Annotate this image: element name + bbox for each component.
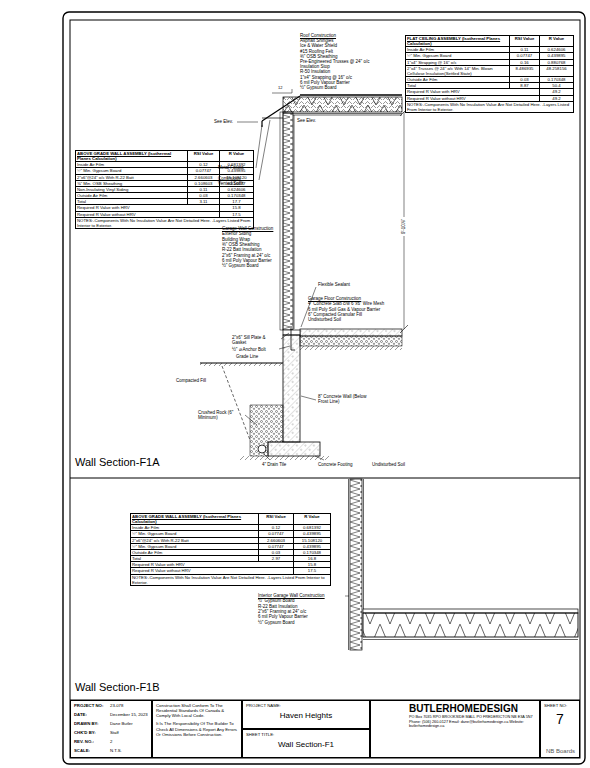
callout-text: Flexible Sealant: [318, 282, 350, 287]
callout-text: Concrete Footing: [318, 462, 353, 467]
title-block-text: SHEET TITLE:: [246, 732, 366, 737]
callout-text: ⅜" OSB Sheathing: [222, 242, 260, 247]
title-block-text: REV. NO.:: [74, 739, 110, 746]
section-heading: Roof Construction: [300, 33, 336, 38]
callout-text: Compacted Fill: [176, 378, 206, 383]
title-block-text: 2: [110, 739, 148, 746]
callout-text: #15 Roofing Felt: [300, 49, 333, 54]
project-name-cell: PROJECT NAME: Haven Heights: [242, 700, 370, 729]
project-info-cell: PROJECT NO:23-078DATE:December 15, 2023D…: [70, 700, 152, 758]
callout-text: 2"x6" Sill Plate & Gasket: [232, 335, 278, 345]
reference-tag: See Elev.: [297, 118, 316, 123]
title-block-text: PROJECT NAME:: [246, 703, 366, 708]
callout-text: Metal Fascia: [218, 165, 244, 170]
title-block-text: CHK'D BY:: [74, 730, 110, 737]
table-header: ABOVE GRADE WALL ASSEMBLY (Isothermal Pl…: [131, 514, 259, 525]
title-block-text: DATE:: [74, 712, 110, 719]
table-header: ABOVE GRADE WALL ASSEMBLY (Isothermal Pl…: [76, 151, 188, 162]
callout-text: 6 mil Poly Vapour Barrier: [258, 614, 308, 619]
callout-text: ½" Gypsum Board: [222, 263, 259, 268]
callout-text: 6 mil Poly Vapour Barrier: [300, 80, 350, 85]
callout-text: ⅜" OSB Sheathing: [300, 54, 338, 59]
title-block-text: Staff: [110, 730, 148, 737]
callout-text: ½" Gypsum Board: [300, 85, 337, 90]
watermark: NB Boards: [546, 748, 575, 755]
sheet-title-cell: SHEET TITLE: Wall Section-F1: [242, 729, 370, 758]
assembly-table: FLAT CEILING ASSEMBLY (Isothermal Planes…: [405, 35, 574, 113]
callout-text: Insulation Stop: [300, 64, 330, 69]
callout-text: ½" Gypsum Board: [258, 598, 295, 603]
callout-text: 4" Drain Tile: [262, 462, 286, 467]
title-block-text: N.T.S.: [110, 748, 148, 755]
view-title: Wall Section-F1B: [75, 681, 160, 694]
table-header: RSI Value: [510, 36, 540, 47]
section-heading: Garage Floor Construction: [308, 296, 361, 301]
callout-text: ½" Gypsum Board: [258, 620, 295, 625]
table-header: RSI Value: [259, 514, 294, 525]
callout-text: Asphalt Shingles: [300, 38, 334, 43]
callout-text: 8" Concrete Wall (Below Frost Line): [318, 394, 368, 404]
reference-tag: See Elev.: [214, 119, 233, 124]
callout-text: R-22 Batt Insulation: [258, 604, 298, 609]
general-notes-cell: Construction Shall Conform To The Reside…: [152, 700, 242, 758]
title-block-text: PROJECT NO:: [74, 703, 110, 710]
table-note: NOTES:-Components With No Insulation Val…: [131, 575, 331, 586]
table-cell: 8.486935: [510, 66, 540, 77]
callout-text: 4" Concrete Slab c/w 6"x6" Wire Mesh: [308, 301, 384, 306]
table-cell: 48.258156: [540, 66, 574, 77]
callout-text: Undisturbed Soil: [308, 317, 341, 322]
callout-text: 6" Compacted Granular Fill: [308, 312, 362, 317]
table-cell: 2"x4" Trusses @ 24" o/c With 14" Min. Bl…: [406, 66, 510, 77]
section-heading: Interior Garage Wall Construction: [258, 593, 325, 598]
title-block-text: 7: [544, 711, 576, 728]
view-title: Wall Section-F1A: [75, 456, 160, 469]
title-block-text: Haven Heights: [246, 711, 366, 721]
callout-text: ½" ⌀ Anchor Bolt: [232, 347, 266, 352]
assembly-table: ABOVE GRADE WALL ASSEMBLY (Isothermal Pl…: [130, 513, 331, 586]
callout-text: Grade Line: [236, 354, 258, 359]
callout-text: Building Wrap: [222, 237, 250, 242]
callout-text: Crushed Rock (6" Minimum): [198, 410, 242, 420]
callout-text: R-22 Batt Insulation: [222, 247, 262, 252]
callout-text: 6 mil Poly Vapour Barrier: [222, 258, 272, 263]
table-header: R Value: [220, 151, 254, 162]
title-block-text: Dane Butler: [110, 721, 148, 728]
callout-text: Ice & Water Shield: [300, 43, 337, 48]
callout-text: Continuous Vented Soffit: [218, 176, 256, 186]
callout-text: 2"x6" Framing at 24" o/c: [222, 253, 270, 258]
table-header: FLAT CEILING ASSEMBLY (Isothermal Planes…: [406, 36, 510, 47]
assembly-table: ABOVE GRADE WALL ASSEMBLY (Isothermal Pl…: [75, 150, 254, 229]
callout-text: 2"x6" Framing at 24" o/c: [258, 609, 306, 614]
dimension-text: 9'-10⅞": [401, 217, 406, 236]
title-block-text: December 15, 2023: [110, 712, 148, 719]
title-block-text: PO Box 7035 RPO BROOKSIDE MALL PO FREDER…: [409, 715, 536, 729]
company-logo-cell: BUTLERHOMEDESIGNPO Box 7035 RPO BROOKSID…: [370, 700, 540, 758]
title-block-text: SCALE:: [74, 748, 110, 755]
table-header: RSI Value: [188, 151, 220, 162]
table-note: NOTES:-Components With No Insulation Val…: [406, 102, 574, 113]
callout-text: Undisturbed Soil: [372, 462, 405, 467]
title-block-text: SHEET NO:: [544, 703, 576, 708]
callout-text: 1"x4" Strapping @ 16" o/c: [300, 75, 352, 80]
title-block-text: It Is The Responsibility Of The Builder …: [156, 721, 238, 736]
title-block-text: BUTLERHOMEDESIGN: [409, 703, 536, 715]
table-header: R Value: [540, 36, 574, 47]
callout-text: 6 mil Poly Soil Gas & Vapour Barrier: [308, 307, 380, 312]
callout-text: Pre-Engineered Trusses @ 24" o/c: [300, 59, 369, 64]
table-header: R Value: [294, 514, 331, 525]
title-block-text: DRAWN BY:: [74, 721, 110, 728]
title-block-text: 23-078: [110, 703, 148, 710]
title-block-text: Wall Section-F1: [246, 740, 366, 750]
callout-text: Exterior Siding: [222, 231, 251, 236]
section-heading: Garage Wall Construction: [222, 226, 273, 231]
title-block-text: Construction Shall Conform To The Reside…: [156, 703, 238, 718]
callout-text: R-50 Insulation: [300, 69, 330, 74]
slope-mark: 12: [278, 86, 282, 91]
